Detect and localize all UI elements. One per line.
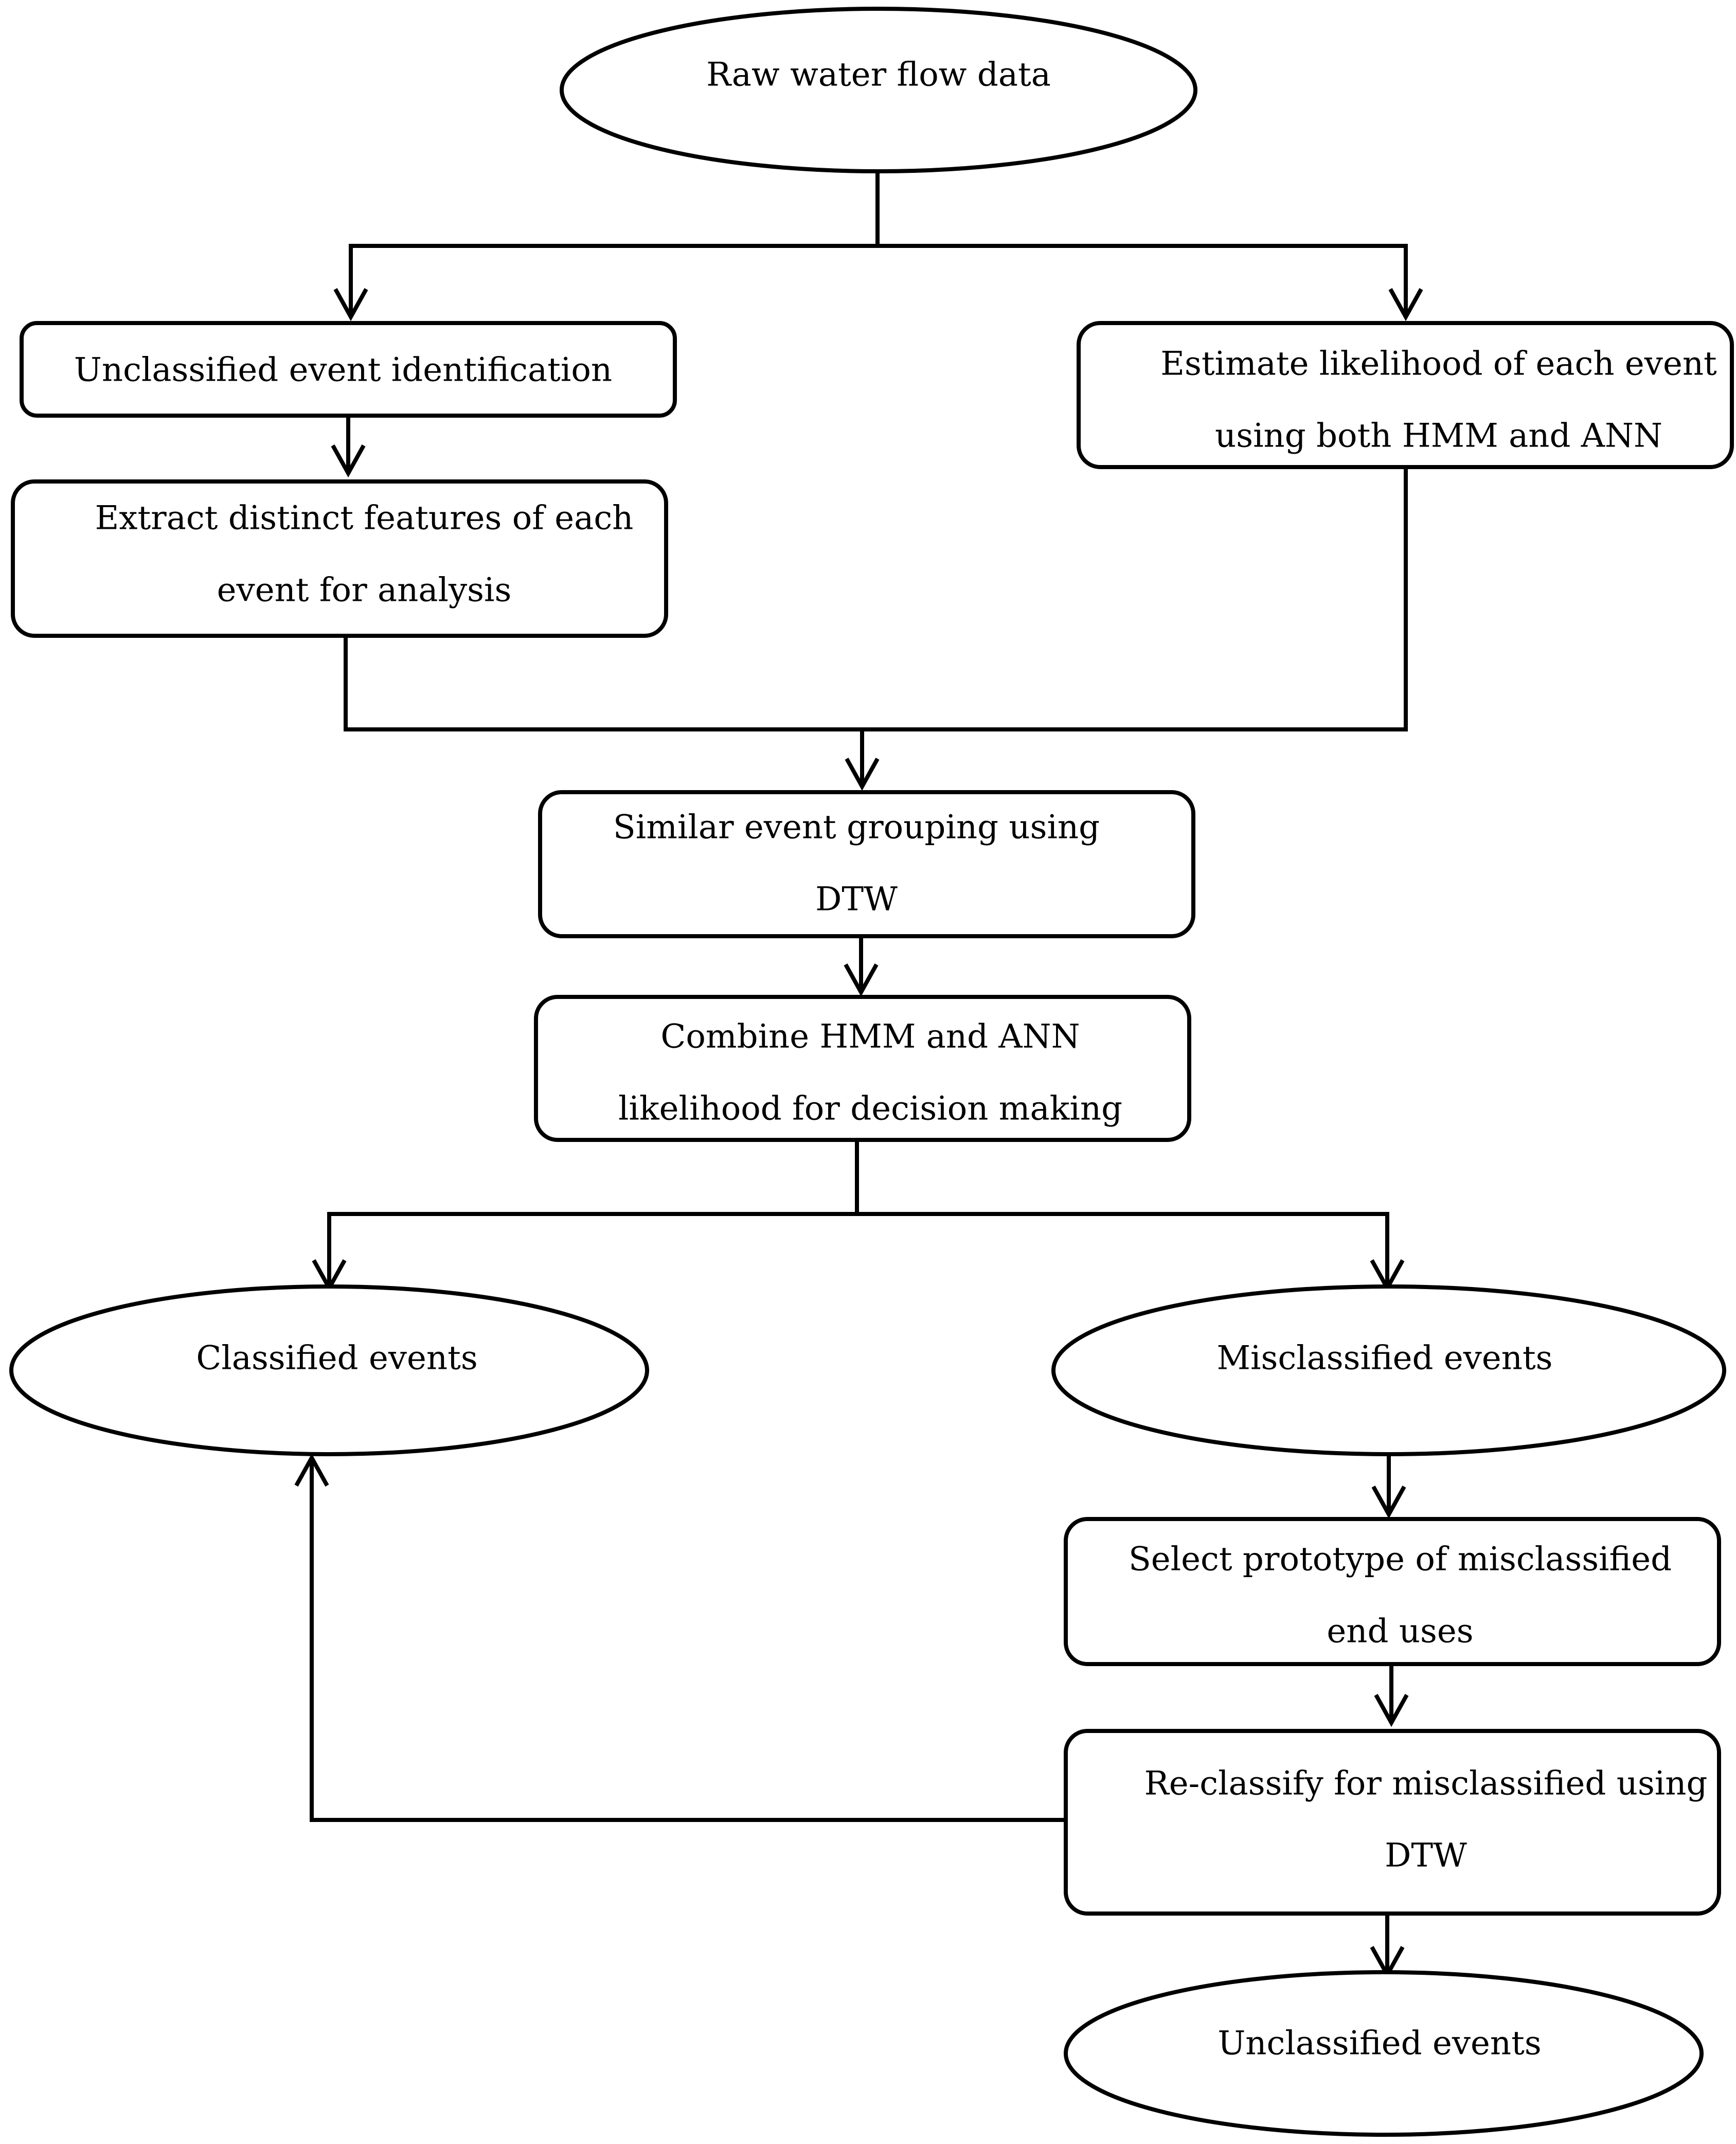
node-misclassified-events: Misclassified events — [1051, 1284, 1726, 1456]
node-combine-likelihood: Combine HMM and ANN likelihood for decis… — [534, 995, 1191, 1142]
node-reclassify-line2: DTW — [1385, 1837, 1467, 1875]
node-unclassified-events-label: Unclassified events — [1218, 2025, 1541, 2063]
node-combine-likelihood-line1: Combine HMM and ANN — [660, 1018, 1080, 1056]
node-unclassified-event-identification: Unclassified event identification — [20, 321, 677, 418]
node-unclassified-event-identification-label: Unclassified event identification — [74, 351, 612, 389]
arrowhead-estimate — [1388, 288, 1423, 321]
arrowhead-reclassify — [1374, 1694, 1409, 1727]
arrowhead-select — [1371, 1486, 1406, 1519]
connectors — [310, 168, 1408, 1975]
node-estimate-likelihood-line1: Estimate likelihood of each event — [1160, 345, 1717, 383]
node-estimate-likelihood: Estimate likelihood of each event using … — [1077, 321, 1734, 469]
node-extract-features-line1: Extract distinct features of each — [95, 499, 634, 538]
node-select-prototype-line1: Select prototype of misclassified — [1129, 1541, 1672, 1579]
arrowhead-combine — [844, 963, 879, 997]
node-classified-events-label: Classified events — [196, 1339, 477, 1378]
node-reclassify: Re-classify for misclassified using DTW — [1064, 1729, 1721, 1916]
node-select-prototype: Select prototype of misclassified end us… — [1064, 1517, 1721, 1666]
arrowhead-unclassified-id — [333, 288, 368, 321]
node-similar-event-grouping: Similar event grouping using DTW — [538, 790, 1195, 938]
arrowhead-extract — [331, 444, 366, 478]
node-misclassified-events-label: Misclassified events — [1216, 1339, 1552, 1378]
node-similar-event-grouping-line2: DTW — [815, 881, 898, 919]
node-unclassified-events: Unclassified events — [1064, 1970, 1704, 2137]
node-classified-events: Classified events — [9, 1284, 649, 1456]
node-raw-water-flow-data: Raw water flow data — [560, 7, 1197, 173]
arrowhead-similar — [845, 758, 880, 791]
node-similar-event-grouping-line1: Similar event grouping using — [613, 809, 1100, 847]
arrowhead-back-to-classified — [294, 1453, 329, 1487]
node-select-prototype-line2: end uses — [1327, 1613, 1473, 1651]
node-combine-likelihood-line2: likelihood for decision making — [618, 1090, 1122, 1128]
node-estimate-likelihood-line2: using both HMM and ANN — [1215, 417, 1662, 455]
node-extract-features: Extract distinct features of each event … — [11, 479, 668, 638]
node-extract-features-line2: event for analysis — [217, 571, 512, 610]
node-reclassify-line1: Re-classify for misclassified using — [1144, 1765, 1708, 1803]
node-raw-water-flow-data-label: Raw water flow data — [706, 56, 1051, 94]
